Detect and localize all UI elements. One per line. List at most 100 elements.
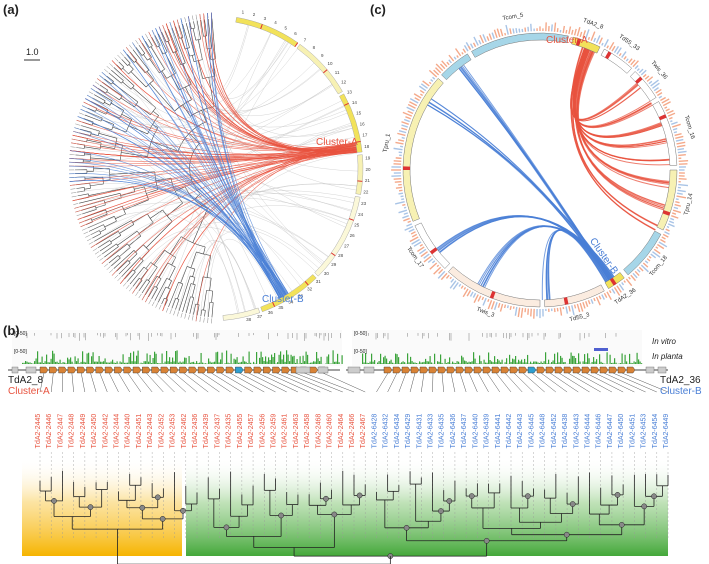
in-vitro-bar bbox=[450, 333, 452, 341]
hist-bar bbox=[634, 65, 639, 70]
tree-arc bbox=[111, 124, 115, 131]
hist-bar bbox=[433, 69, 440, 76]
gene-arrow bbox=[509, 366, 519, 374]
hist-bar bbox=[452, 282, 459, 290]
in-planta-bar bbox=[570, 352, 572, 364]
hist-bar bbox=[497, 302, 501, 308]
in-vitro-bar bbox=[528, 333, 530, 339]
tree-branch bbox=[132, 278, 140, 287]
gene-label: TdA2-6442 bbox=[506, 414, 513, 449]
in-planta-bar bbox=[404, 362, 406, 364]
tree-branch bbox=[88, 186, 134, 196]
gene-label: TdA2-2462 bbox=[181, 414, 188, 449]
contig-label: Tpru_1 bbox=[383, 133, 392, 153]
tree-arc bbox=[91, 121, 94, 126]
in-planta-bar bbox=[440, 354, 442, 364]
tree-branch bbox=[86, 139, 102, 144]
tree-arc bbox=[196, 251, 211, 256]
in-planta-bar bbox=[444, 358, 446, 364]
tree-arc bbox=[178, 281, 183, 285]
in-planta-bar bbox=[56, 361, 58, 364]
in-vitro-bar bbox=[85, 333, 86, 341]
hist-bar bbox=[413, 241, 422, 247]
in-planta-bar bbox=[100, 361, 102, 364]
tree-branch bbox=[174, 51, 182, 65]
tree-arc bbox=[127, 62, 131, 66]
in-vitro-bar bbox=[175, 333, 176, 338]
hist-bar bbox=[408, 228, 415, 233]
in-planta-bar bbox=[341, 355, 343, 364]
gene-map-line bbox=[304, 372, 355, 393]
in-planta-bar bbox=[515, 356, 517, 364]
panel-a: 1234567891011121314151617181920212223242… bbox=[24, 9, 371, 324]
in-planta-bar bbox=[593, 357, 595, 364]
gene-arrow bbox=[437, 366, 447, 374]
hist-bar bbox=[479, 34, 485, 44]
tree-branch bbox=[110, 235, 121, 243]
gene-arrow bbox=[188, 366, 198, 374]
cluster-a-link bbox=[111, 151, 358, 276]
in-planta-bar bbox=[540, 361, 542, 364]
hist-bar bbox=[429, 262, 438, 270]
tree-branch bbox=[76, 187, 85, 189]
gene-label: TdA2-2436 bbox=[192, 414, 199, 449]
tip-label bbox=[129, 44, 133, 49]
gene-map-line bbox=[99, 372, 108, 393]
in-planta-bar bbox=[164, 361, 166, 364]
gene-map-line bbox=[558, 372, 590, 393]
gene-arrow bbox=[58, 366, 67, 374]
gene-map-line bbox=[576, 372, 613, 393]
in-planta-bar bbox=[534, 361, 536, 364]
in-planta-bar bbox=[154, 351, 156, 364]
gray-link bbox=[126, 47, 321, 114]
hist-bar bbox=[632, 272, 638, 279]
in-vitro-bar bbox=[125, 333, 127, 337]
gene-label: TdA2-6446 bbox=[596, 414, 603, 449]
cluster-b-ribbon bbox=[428, 101, 610, 281]
in-planta-bar bbox=[398, 357, 400, 364]
gene-label: TdA2-2461 bbox=[282, 414, 289, 449]
in-vitro-bar bbox=[515, 333, 516, 336]
tree-branch bbox=[157, 33, 168, 52]
in-planta-bar bbox=[470, 362, 472, 364]
in-planta-bar bbox=[479, 355, 481, 364]
tree-arc bbox=[190, 275, 196, 278]
in-vitro-bar bbox=[79, 333, 80, 341]
gray-link bbox=[79, 201, 329, 258]
in-planta-bar bbox=[483, 359, 485, 364]
tree-arc bbox=[99, 230, 102, 234]
ring-marker bbox=[330, 252, 336, 257]
gene-arrow bbox=[272, 366, 281, 374]
gene-arrow bbox=[464, 366, 474, 374]
gene-label: TdA2-2459 bbox=[271, 414, 278, 449]
gene-arrow bbox=[253, 366, 263, 374]
in-vitro-bar bbox=[531, 333, 533, 337]
tree-branch bbox=[164, 299, 168, 306]
in-vitro-bar bbox=[368, 333, 369, 336]
tree-branch bbox=[204, 19, 208, 36]
tree-branch bbox=[126, 54, 135, 63]
in-vitro-bar bbox=[491, 333, 492, 338]
in-planta-bar bbox=[362, 353, 364, 364]
tip-label bbox=[184, 17, 187, 23]
tip-label bbox=[71, 195, 77, 198]
in-planta-bar bbox=[384, 355, 386, 364]
hist-bar bbox=[621, 51, 627, 58]
hist-bar bbox=[487, 298, 490, 303]
in-planta-bar bbox=[230, 353, 232, 364]
hist-bar bbox=[469, 291, 474, 297]
cluster-a-link bbox=[203, 13, 357, 148]
tree-branch bbox=[178, 275, 191, 311]
gene-label: TdA2-2440 bbox=[125, 414, 132, 449]
tree-branch bbox=[94, 94, 106, 102]
hist-bar bbox=[585, 301, 589, 307]
hist-bar bbox=[636, 268, 641, 273]
hist-bar bbox=[650, 79, 659, 87]
in-planta-bar bbox=[91, 356, 93, 364]
in-planta-bar bbox=[145, 361, 147, 364]
in-vitro-bar bbox=[61, 333, 62, 339]
hist-bar bbox=[653, 248, 661, 255]
gene-map-line bbox=[594, 372, 635, 393]
in-vitro-bar bbox=[193, 333, 194, 337]
cluster-a-link bbox=[101, 148, 357, 264]
